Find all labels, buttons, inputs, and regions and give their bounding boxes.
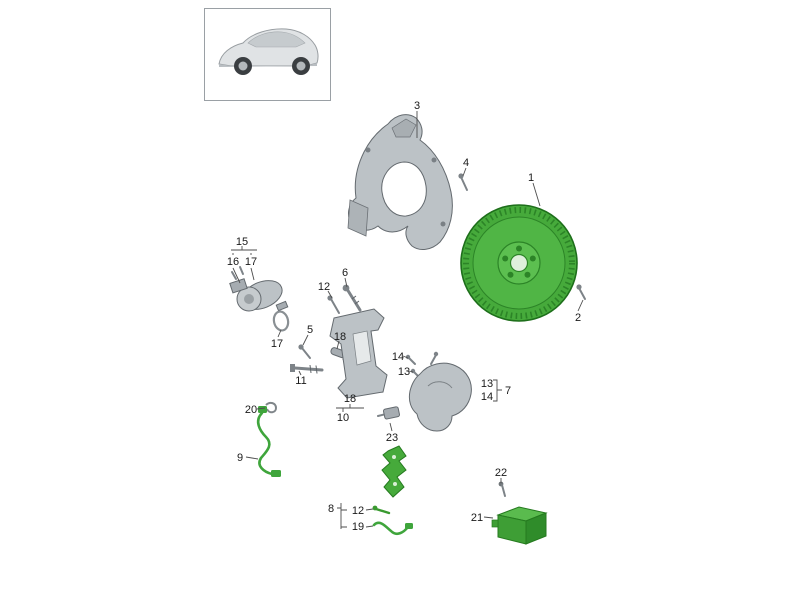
bracket-window [352, 330, 372, 366]
shield-hole-1 [365, 147, 371, 153]
callout-8[interactable]: 8 [328, 503, 334, 515]
callout-9[interactable]: 9 [237, 452, 243, 464]
callout-20[interactable]: 20 [245, 404, 257, 416]
part-parking-brake-actuator [229, 266, 289, 312]
callout-18a[interactable]: 18 [334, 331, 346, 343]
callout-4[interactable]: 4 [463, 157, 469, 169]
callout-14a[interactable]: 14 [392, 351, 404, 363]
callout-13a[interactable]: 13 [398, 366, 410, 378]
disc-center-hole [509, 253, 529, 273]
callout-15[interactable]: 15 [236, 236, 248, 248]
part-o-ring [272, 310, 290, 332]
callout-13b[interactable]: 13 [481, 378, 493, 390]
callout-14b[interactable]: 14 [481, 391, 493, 403]
screw-22 [498, 481, 506, 497]
shield-hole-3 [440, 221, 446, 227]
screw-4 [458, 173, 468, 191]
caliper-detail-line [427, 381, 453, 389]
retainer-hole-2 [393, 482, 397, 486]
part-caliper [408, 351, 472, 432]
part-pad-retainer[interactable] [381, 445, 407, 498]
car-greenhouse [247, 31, 306, 48]
screw-12-lower [372, 505, 391, 515]
callout-3[interactable]: 3 [414, 100, 420, 112]
screw-5 [298, 344, 311, 359]
bolt-6 [342, 284, 362, 312]
screw-2 [576, 284, 586, 300]
screw-12-upper [327, 295, 340, 314]
shield-hole-2 [431, 157, 437, 163]
part-pin-23 [377, 406, 400, 420]
callout-12a[interactable]: 12 [318, 281, 330, 293]
shield-flange [347, 199, 369, 237]
shield-top-tab [391, 118, 417, 138]
part-control-module[interactable] [491, 506, 548, 545]
callout-12b[interactable]: 12 [352, 505, 364, 517]
caliper-bleed-screw [430, 354, 437, 365]
callout-10[interactable]: 10 [337, 412, 349, 424]
sensor-connector-end [271, 470, 281, 477]
callout-5[interactable]: 5 [307, 324, 313, 336]
bolt-11 [290, 364, 324, 374]
retainer-hole-1 [392, 455, 396, 459]
callout-19[interactable]: 19 [352, 521, 364, 533]
part-clip-20 [265, 401, 278, 414]
part-wire-19 [372, 521, 413, 535]
callout-22[interactable]: 22 [495, 467, 507, 479]
callout-23[interactable]: 23 [386, 432, 398, 444]
callout-17b[interactable]: 17 [271, 338, 283, 350]
wire19-connector [405, 523, 413, 529]
callout-11[interactable]: 11 [295, 375, 306, 387]
callout-7[interactable]: 7 [505, 385, 511, 397]
callout-16[interactable]: 16 [227, 256, 239, 268]
callout-18b[interactable]: 18 [344, 393, 356, 405]
callout-17a[interactable]: 17 [245, 256, 257, 268]
callout-1[interactable]: 1 [528, 172, 534, 184]
disc-vent-hatching [463, 207, 575, 319]
callout-6[interactable]: 6 [342, 267, 348, 279]
vehicle-thumbnail [204, 8, 331, 101]
part-splash-shield [347, 114, 453, 250]
part-brake-disc[interactable] [460, 204, 578, 322]
part-caliper-bracket [329, 308, 388, 399]
leader-lines [231, 111, 584, 529]
caliper-bleed-head [433, 351, 439, 357]
car-wheel-rear-hub [238, 61, 248, 71]
part-wear-sensor-wire[interactable] [256, 406, 281, 477]
module-connector [491, 519, 499, 528]
disc-bolt-holes [502, 245, 536, 278]
callout-21[interactable]: 21 [471, 512, 483, 524]
callout-2[interactable]: 2 [575, 312, 581, 324]
car-wheel-front-hub [296, 61, 306, 71]
screw-14-left [405, 354, 416, 365]
